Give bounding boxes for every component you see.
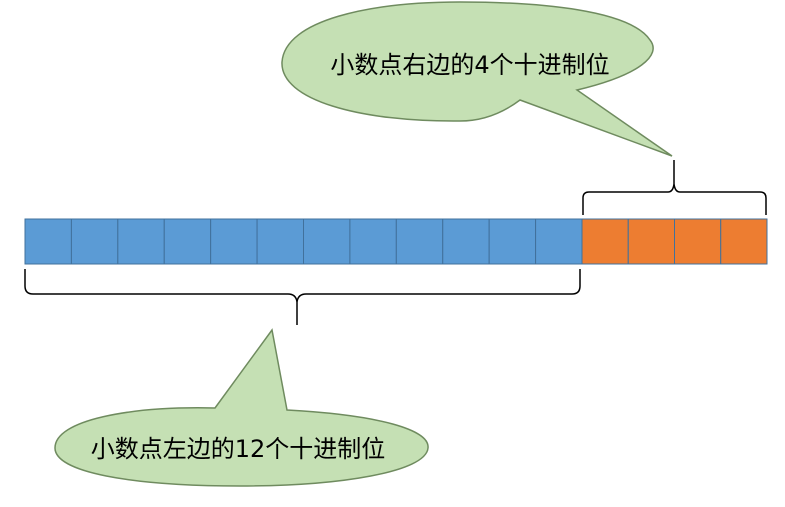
fraction-digit-cell bbox=[720, 218, 768, 265]
integer-digit-cell bbox=[488, 218, 537, 265]
right-callout-text: 小数点右边的4个十进制位 bbox=[330, 51, 609, 79]
integer-digit-cell bbox=[442, 218, 490, 265]
register-cells bbox=[24, 218, 768, 265]
integer-digit-cell bbox=[349, 218, 397, 265]
fraction-digit-cell bbox=[627, 218, 675, 265]
integer-digit-cell bbox=[70, 218, 119, 265]
left-callout-bubble bbox=[54, 328, 429, 487]
integer-brace bbox=[24, 269, 581, 325]
integer-digit-cell bbox=[210, 218, 258, 265]
integer-digit-cell bbox=[256, 218, 305, 265]
integer-digit-cell bbox=[303, 218, 351, 265]
fraction-digit-cell bbox=[674, 218, 722, 265]
fraction-brace bbox=[582, 160, 767, 215]
right-callout-bubble bbox=[281, 1, 673, 157]
fraction-digit-cell bbox=[581, 218, 629, 265]
integer-digit-cell bbox=[395, 218, 444, 265]
integer-digit-cell bbox=[24, 218, 72, 265]
integer-digit-cell bbox=[535, 218, 583, 265]
integer-digit-cell bbox=[163, 218, 212, 265]
integer-digit-cell bbox=[117, 218, 165, 265]
left-callout-text: 小数点左边的12个十进制位 bbox=[91, 435, 386, 463]
